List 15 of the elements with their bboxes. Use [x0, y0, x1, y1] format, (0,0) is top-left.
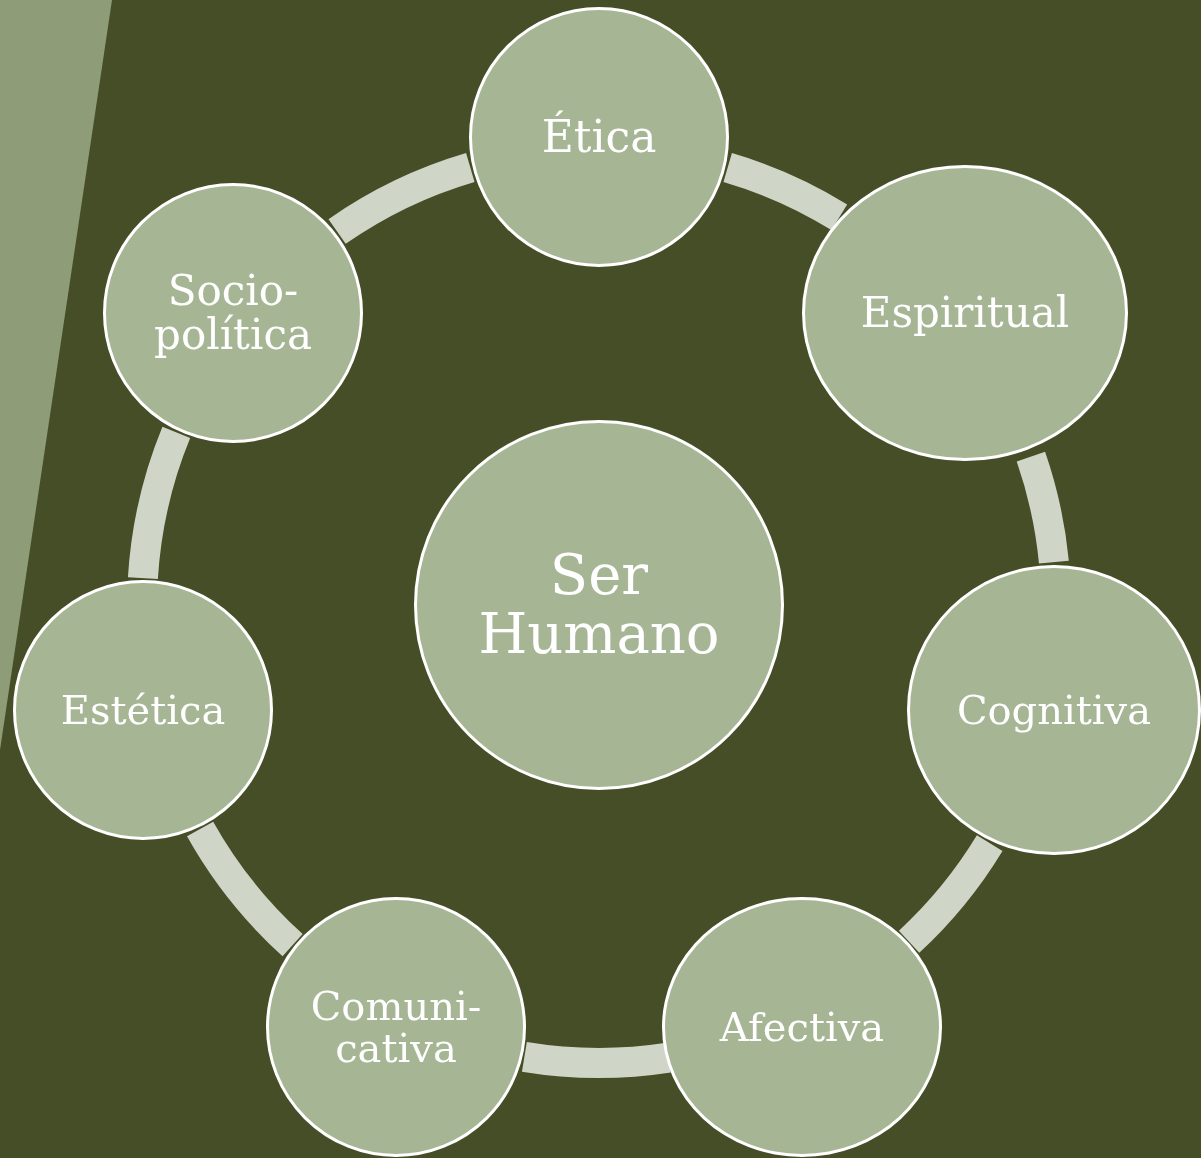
ring-segment	[522, 1042, 671, 1078]
ring-segment	[898, 834, 1003, 953]
circle-node: Espiritual	[802, 165, 1128, 461]
circle-node: Comuni- cativa	[266, 897, 526, 1157]
circle-node: Afectiva	[662, 897, 942, 1157]
ring-segment	[127, 427, 191, 580]
ring-segment	[1016, 452, 1069, 564]
circle-node: Ética	[469, 7, 729, 267]
circle-node: Ser Humano	[414, 420, 784, 790]
ring-segment	[187, 821, 304, 956]
circle-node: Estética	[13, 580, 273, 840]
circle-node: Cognitiva	[907, 565, 1201, 855]
ring-segment	[723, 153, 847, 231]
ring-segment	[329, 153, 476, 245]
circle-node: Socio- política	[103, 183, 363, 443]
